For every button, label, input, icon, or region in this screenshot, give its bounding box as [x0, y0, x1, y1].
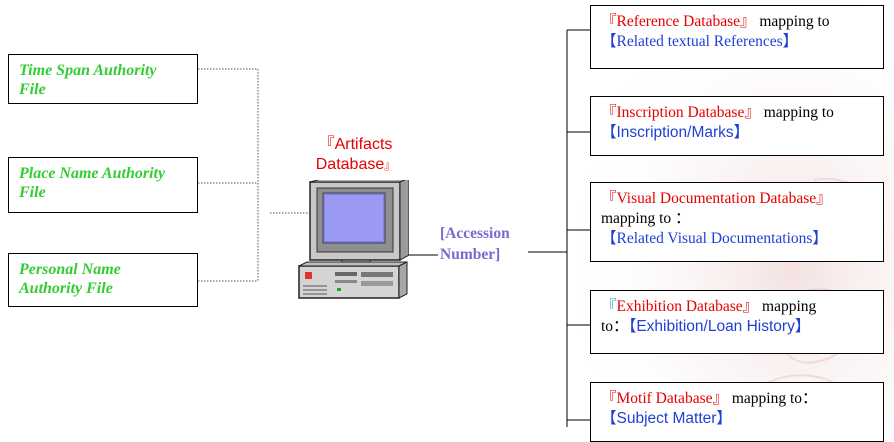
inscription-database-box: 『Inscription Database』 mapping to 【Inscr… — [590, 96, 884, 156]
db-open-bracket: 『 — [601, 298, 617, 315]
db-name: 『Inscription Database』 — [601, 104, 760, 121]
mapping-text: mapping to — [759, 104, 834, 121]
db-mapping-line: 『Inscription Database』 mapping to — [601, 103, 873, 123]
db-name: Exhibition Database』 — [616, 298, 759, 315]
mapping-target: 【Related Visual Documentations】 — [601, 230, 828, 247]
mapping-line2: to：【Exhibition/Loan History】 — [601, 317, 873, 337]
artifacts-label-bracket: 』 — [384, 160, 396, 172]
mapping-target: 【Exhibition/Loan History】 — [628, 318, 811, 335]
place-name-authority-box: Place Name Authority File — [8, 157, 198, 213]
db-mapping-line: 『Reference Database』 mapping to — [601, 12, 873, 32]
artifacts-label-text: Database — [315, 156, 385, 173]
artifacts-label-line2: Database』 — [298, 155, 413, 176]
motif-database-box: 『Motif Database』 mapping to： 【Subject Ma… — [590, 382, 884, 442]
mapping-text: mapping to ： — [601, 210, 691, 227]
mapping-text: mapping to： — [727, 390, 818, 407]
reference-database-box: 『Reference Database』 mapping to 【Related… — [590, 5, 884, 69]
accession-number-label: [Accession Number] — [440, 223, 510, 265]
box-label-line1: Place Name Authority — [19, 165, 166, 182]
box-label-line1: Personal Name — [19, 261, 121, 278]
box-label-line2: File — [19, 81, 46, 98]
db-name: 『Motif Database』 — [601, 390, 728, 407]
db-mapping-line: 『Exhibition Database』 mapping — [601, 297, 873, 317]
exhibition-database-box: 『Exhibition Database』 mapping to：【Exhibi… — [590, 290, 884, 354]
mapping-text: mapping to — [755, 13, 830, 30]
db-name: 『Reference Database』 — [601, 13, 756, 30]
mapping-target: 【Inscription/Marks】 — [601, 124, 750, 141]
db-mapping-line: 『Motif Database』 mapping to： — [601, 389, 873, 409]
computer-icon — [298, 180, 409, 299]
db-name: 『Visual Documentation Database』 — [601, 190, 832, 207]
box-label-line2: Authority File — [19, 280, 113, 297]
mapping-text: mapping — [758, 298, 817, 315]
mapping-target: 【Related textual References】 — [601, 33, 799, 50]
mapping-text-2: to： — [601, 318, 629, 335]
box-label-line2: File — [19, 184, 46, 201]
accession-line1: [Accession — [440, 225, 510, 242]
time-span-authority-box: Time Span Authority File — [8, 54, 198, 104]
artifacts-label-line1: 『Artifacts — [318, 136, 393, 153]
box-label-line1: Time Span Authority — [19, 62, 157, 79]
mapping-target: 【Subject Matter】 — [601, 410, 732, 427]
artifacts-database-label: 『Artifacts Database』 — [298, 135, 413, 176]
visual-documentation-database-box: 『Visual Documentation Database』 mapping … — [590, 182, 884, 262]
accession-line2: Number] — [440, 246, 501, 263]
personal-name-authority-box: Personal Name Authority File — [8, 253, 198, 307]
